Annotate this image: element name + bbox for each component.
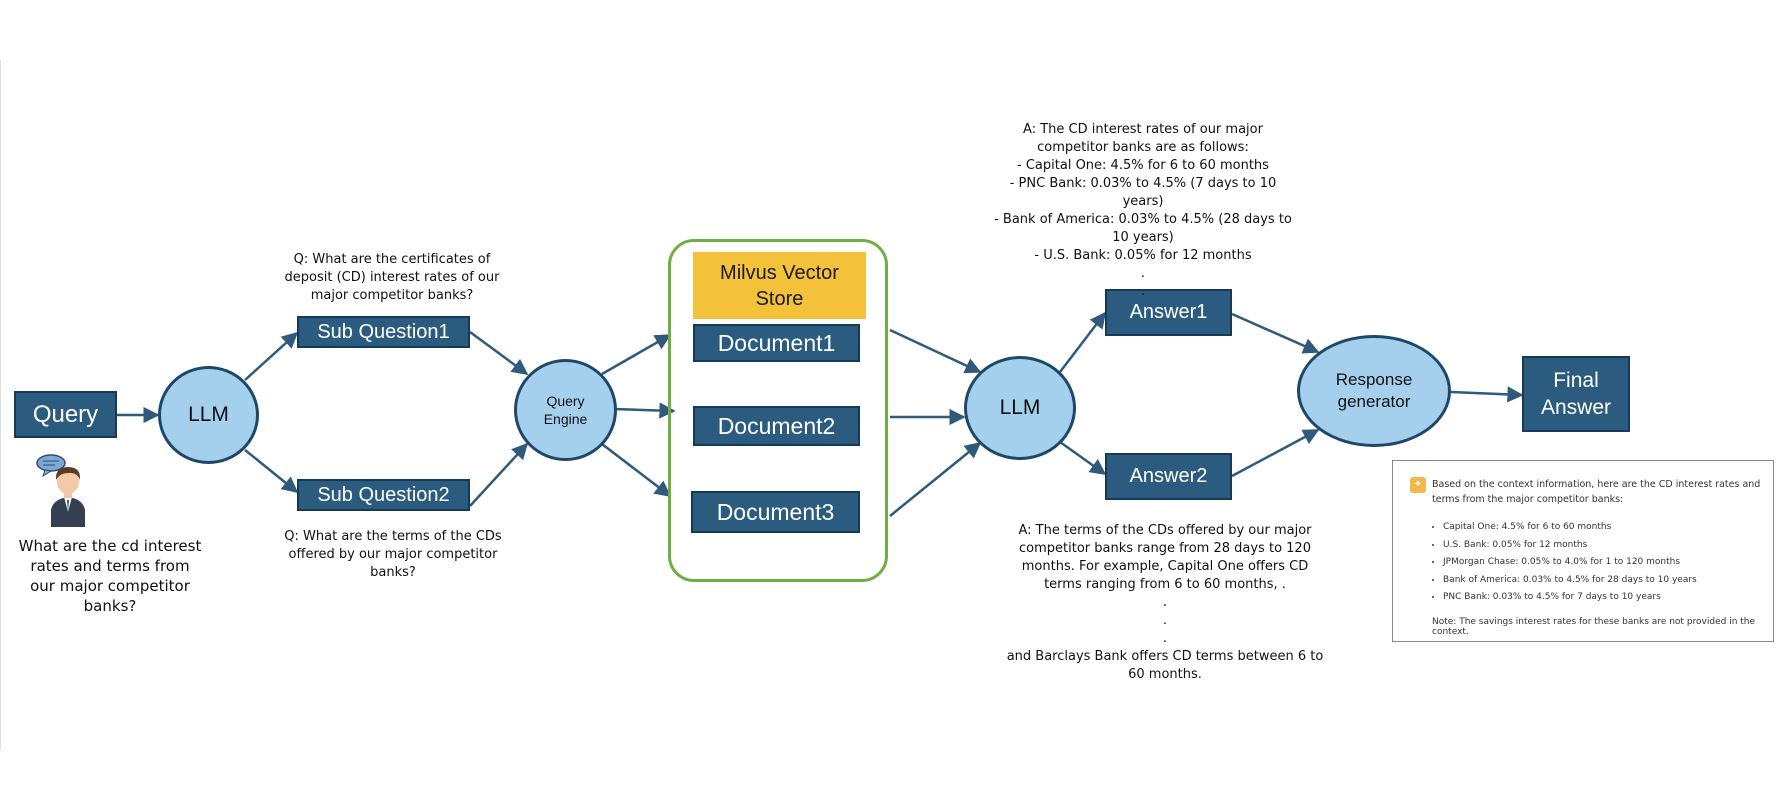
final-output-item: PNC Bank: 0.03% to 4.5% for 7 days to 10… xyxy=(1443,589,1697,607)
answer-1-node: Answer1 xyxy=(1105,289,1232,336)
arrow-llm-answer1 xyxy=(1059,311,1106,373)
final-output-list: Capital One: 4.5% for 6 to 60 months U.S… xyxy=(1429,519,1697,607)
response-generator-label: Response generator xyxy=(1335,370,1413,411)
final-answer-node: Final Answer xyxy=(1522,356,1630,432)
user-icon xyxy=(36,454,85,527)
final-answer-output-card: ✦ Based on the context information, here… xyxy=(1392,460,1774,642)
arrow-doc3-llm xyxy=(889,441,982,517)
answer-1-label: Answer1 xyxy=(1129,301,1208,323)
user-question-caption: What are the cd interest rates and terms… xyxy=(18,537,202,615)
sub-question-1-label: Sub Question1 xyxy=(317,320,450,343)
final-output-item: Bank of America: 0.03% to 4.5% for 28 da… xyxy=(1443,572,1697,590)
answer-1-line: - Capital One: 4.5% for 6 to 60 months xyxy=(1017,158,1269,173)
arrow-llm-subq1 xyxy=(244,331,299,381)
llm-left-label: LLM xyxy=(188,403,229,426)
final-output-item: JPMorgan Chase: 0.05% to 4.0% for 1 to 1… xyxy=(1443,554,1697,572)
final-output-item: Capital One: 4.5% for 6 to 60 months xyxy=(1443,519,1697,537)
llm-node-right: LLM xyxy=(964,356,1076,460)
answer-1-line: . xyxy=(1140,266,1146,281)
arrow-llm-subq2 xyxy=(244,449,299,494)
final-output-note: Note: The savings interest rates for the… xyxy=(1432,617,1756,637)
document-2-node: Document2 xyxy=(693,406,860,446)
answer-2-node: Answer2 xyxy=(1105,453,1232,500)
query-node: Query xyxy=(14,391,117,438)
response-generator-node: Response generator xyxy=(1297,335,1451,447)
document-2-label: Document2 xyxy=(717,412,836,439)
sub-question-1-node: Sub Question1 xyxy=(297,316,470,348)
arrow-llm-answer2 xyxy=(1059,440,1107,476)
final-output-item: U.S. Bank: 0.05% for 12 months xyxy=(1443,537,1697,555)
arrow-answer2-response xyxy=(1231,428,1320,478)
llm-node-left: LLM xyxy=(158,366,259,464)
arrow-answer1-response xyxy=(1231,312,1320,354)
query-engine-node: Query Engine xyxy=(514,359,617,461)
sub-question-2-label: Sub Question2 xyxy=(317,483,450,506)
final-output-intro: Based on the context information, here a… xyxy=(1432,479,1761,505)
arrow-subq2-engine xyxy=(469,442,529,507)
answer-2-line: . xyxy=(1162,613,1168,628)
answer-1-line: A: The CD interest rates of our major co… xyxy=(1023,122,1263,155)
answer-1-caption: A: The CD interest rates of our major co… xyxy=(993,121,1293,301)
arrow-doc1-llm xyxy=(889,328,982,374)
arrow-response-final xyxy=(1450,386,1524,403)
page-edge xyxy=(0,60,1,750)
answer-2-line: and Barclays Bank offers CD terms betwee… xyxy=(1006,649,1324,682)
answer-2-line: A: The terms of the CDs offered by our m… xyxy=(1018,523,1312,592)
vector-store-label: Milvus Vector Store xyxy=(720,261,839,310)
answer-2-caption: A: The terms of the CDs offered by our m… xyxy=(1005,522,1325,684)
answer-1-line: - Bank of America: 0.03% to 4.5% (28 day… xyxy=(994,212,1292,245)
arrow-engine-doc3 xyxy=(601,443,672,497)
sub-question-2-caption: Q: What are the terms of the CDs offered… xyxy=(284,529,502,580)
assistant-icon: ✦ xyxy=(1410,477,1426,493)
answer-1-line: - U.S. Bank: 0.05% for 12 months xyxy=(1034,248,1252,263)
answer-1-line: - PNC Bank: 0.03% to 4.5% (7 days to 10 … xyxy=(1009,176,1277,209)
sub-question-1-caption: Q: What are the certificates of deposit … xyxy=(284,252,500,303)
llm-right-label: LLM xyxy=(999,396,1041,419)
query-label: Query xyxy=(32,400,99,428)
arrow-subq1-engine xyxy=(469,330,529,376)
final-answer-label: Final Answer xyxy=(1540,369,1612,419)
vector-store-container xyxy=(668,239,888,582)
vector-store-header: Milvus Vector Store xyxy=(693,252,866,319)
arrow-engine-doc1 xyxy=(601,333,672,376)
answer-2-line: . xyxy=(1162,595,1168,610)
answer-1-line: . xyxy=(1140,284,1146,299)
document-3-label: Document3 xyxy=(716,498,835,525)
arrow-engine-doc2 xyxy=(613,402,676,419)
answer-2-label: Answer2 xyxy=(1129,465,1208,487)
document-1-label: Document1 xyxy=(717,329,836,356)
answer-2-line: . xyxy=(1162,631,1168,646)
document-3-node: Document3 xyxy=(691,491,860,533)
sub-question-2-node: Sub Question2 xyxy=(297,479,470,511)
document-1-node: Document1 xyxy=(693,324,860,362)
query-engine-label: Query Engine xyxy=(543,393,588,427)
